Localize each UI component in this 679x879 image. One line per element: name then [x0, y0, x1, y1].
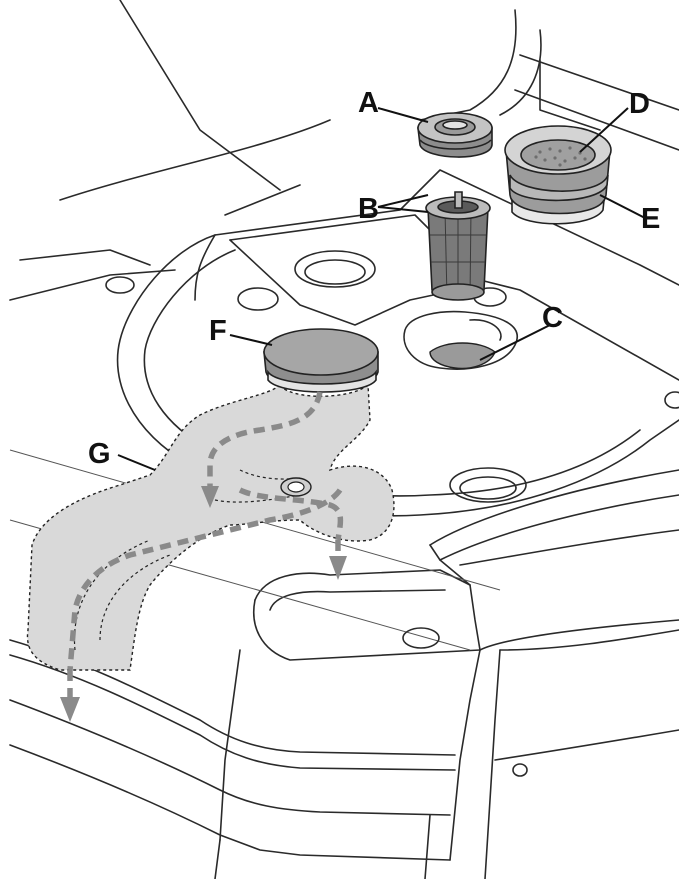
callout-f: F: [209, 315, 227, 347]
flow-arrows: [60, 391, 347, 722]
leader-lines: [117, 107, 646, 471]
callout-labels: A B C D E F G: [88, 87, 660, 470]
plug-f: [263, 328, 379, 393]
flow-arrowhead-1: [201, 486, 219, 508]
callout-g: G: [88, 438, 111, 470]
filter-cup-d-e: [504, 125, 612, 225]
cap-a: [417, 112, 493, 158]
flow-arrowhead-2: [329, 556, 347, 580]
callout-c: C: [542, 302, 563, 334]
callout-b: B: [358, 193, 379, 225]
callout-d: D: [629, 88, 650, 120]
callout-a: A: [358, 87, 379, 119]
callout-e: E: [641, 203, 660, 235]
drain-hole-c: [403, 310, 518, 370]
flow-arrowhead-3: [60, 697, 80, 722]
filter-b: [425, 191, 491, 301]
